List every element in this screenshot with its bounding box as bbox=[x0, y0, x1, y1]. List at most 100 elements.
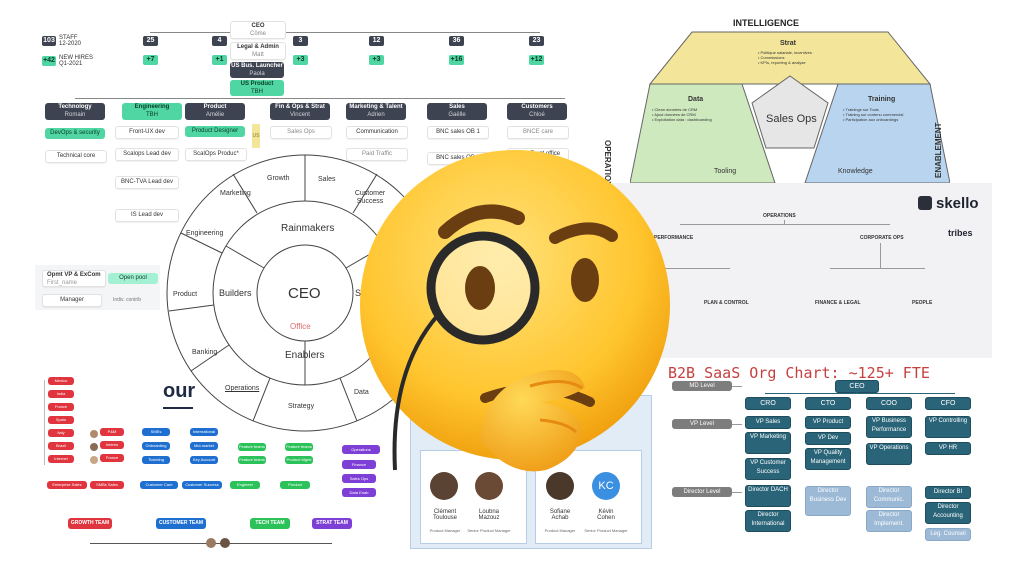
wheel-sales: Sales bbox=[318, 176, 336, 183]
b2b-vp-marketing[interactable]: VP Marketing bbox=[745, 432, 791, 454]
skello-logo: skello bbox=[936, 195, 979, 212]
sub-bnc-tva[interactable]: BNC-TVA Lead dev bbox=[115, 176, 179, 189]
manager-card[interactable]: Manager bbox=[42, 294, 102, 307]
b2b-vp-operations[interactable]: VP Operations bbox=[866, 443, 912, 465]
pill-pm: P&M bbox=[100, 428, 124, 436]
b2b-vp-sales[interactable]: VP Sales bbox=[745, 416, 791, 429]
b2b-cto[interactable]: CTO bbox=[805, 397, 851, 410]
b2b-leg-counsel[interactable]: Leg. Counsel bbox=[925, 528, 971, 541]
b2b-dir-accounting[interactable]: Director Accounting bbox=[925, 502, 971, 524]
b2b-vp-product[interactable]: VP Product bbox=[805, 416, 851, 429]
sub-scalops-lead[interactable]: Scalops Lead dev bbox=[115, 148, 179, 161]
sub-communication[interactable]: Communication bbox=[346, 126, 408, 139]
data-items: • Clean données de CRM• Ajout données de… bbox=[652, 107, 712, 122]
sub-paid[interactable]: Paid Traffic bbox=[346, 148, 408, 161]
pill-feature-2: Feature teams bbox=[238, 456, 266, 464]
b2b-vp-bizperf[interactable]: VP Business Performance bbox=[866, 416, 912, 438]
b2b-ceo[interactable]: CEO bbox=[835, 380, 879, 393]
pill-key-account: Key Account bbox=[190, 456, 218, 464]
pill-spain: Spain bbox=[48, 416, 74, 424]
b2b-cro[interactable]: CRO bbox=[745, 397, 791, 410]
strat-items: • Politique salariale, incentives• Commi… bbox=[758, 50, 812, 65]
avatar bbox=[475, 472, 503, 500]
tooling-label: Tooling bbox=[714, 168, 737, 175]
wheel-rainmakers: Rainmakers bbox=[281, 223, 335, 234]
top-connector bbox=[150, 32, 540, 33]
wheel-engineering: Engineering bbox=[186, 230, 224, 237]
skello-performance: PERFORMANCE bbox=[654, 235, 694, 241]
b2b-vp-hr[interactable]: VP HR bbox=[925, 442, 971, 455]
intelligence-shape bbox=[630, 31, 950, 183]
wheel-operations: Operations bbox=[225, 385, 260, 392]
b2b-vp-controlling[interactable]: VP Controlling bbox=[925, 416, 971, 438]
count-product: 4 bbox=[212, 36, 227, 46]
person-role: Product Manager bbox=[429, 528, 461, 533]
wheel-builders: Builders bbox=[219, 288, 252, 298]
b2b-coo[interactable]: COO bbox=[866, 397, 912, 410]
pill-feature-1: Feature teams bbox=[238, 443, 266, 451]
b2b-vp-dev[interactable]: VP Dev bbox=[805, 432, 851, 445]
sub-salesops[interactable]: Sales Ops bbox=[270, 126, 332, 139]
b2b-dir-intl[interactable]: Director International bbox=[745, 510, 791, 532]
strat-team[interactable]: STRAT TEAM bbox=[312, 518, 352, 529]
sub-is-lead[interactable]: IS Lead dev bbox=[115, 209, 179, 222]
sub-prod-designer[interactable]: Product Designer bbox=[185, 126, 245, 137]
wheel-strategy: Strategy bbox=[288, 403, 315, 410]
b2b-vp-cs[interactable]: VP Customer Success bbox=[745, 458, 791, 480]
b2b-vp-quality[interactable]: VP Quality Management bbox=[805, 448, 851, 470]
brand-fragment: our bbox=[163, 380, 196, 402]
wheel-customer-success: Customer Success bbox=[354, 190, 386, 205]
b2b-dir-bizdev[interactable]: Director Business Dev bbox=[805, 486, 851, 516]
b2b-dir-implement[interactable]: Director Implement. bbox=[866, 510, 912, 532]
b2b-dir-bi[interactable]: Director BI bbox=[925, 486, 971, 499]
skello-corporate: CORPORATE OPS bbox=[860, 235, 904, 241]
b2b-dir-dach[interactable]: Director DACH bbox=[745, 485, 791, 507]
wheel-data: Data bbox=[354, 389, 369, 396]
sales-ops-center: Sales Ops bbox=[766, 113, 817, 125]
pill-operations: Operations bbox=[342, 445, 380, 454]
plus-fin: +3 bbox=[293, 55, 308, 65]
count-tech: 25 bbox=[143, 36, 158, 46]
wheel-product: Product bbox=[173, 291, 198, 298]
sub-bnce-care[interactable]: BNCE care bbox=[507, 126, 569, 139]
training-title: Training bbox=[868, 96, 896, 103]
growth-team[interactable]: GROWTH TEAM bbox=[68, 518, 112, 529]
sub-scalops-prod[interactable]: ScalOps Produc* bbox=[185, 148, 247, 161]
pill-mexico: Mexico bbox=[48, 377, 74, 385]
sub-bnc-ob1[interactable]: BNC sales OB 1 bbox=[427, 126, 489, 139]
wheel-ceo: CEO bbox=[288, 285, 321, 302]
pill-italy: Italy bbox=[48, 429, 74, 437]
open-pool[interactable]: Open pool bbox=[108, 273, 158, 284]
pill-product-mgmt: Product Mgmt bbox=[285, 456, 313, 464]
data-title: Data bbox=[688, 96, 704, 103]
count-customers: 23 bbox=[529, 36, 544, 46]
b2b-cfo[interactable]: CFO bbox=[925, 397, 971, 410]
avatar bbox=[546, 472, 574, 500]
skello-panel bbox=[612, 183, 992, 358]
sub-devops[interactable]: DevOps & security bbox=[45, 128, 105, 139]
tech-team[interactable]: TECH TEAM bbox=[250, 518, 290, 529]
skello-operations: OPERATIONS bbox=[763, 213, 796, 219]
wheel-office: Office bbox=[290, 322, 311, 331]
sub-techcore[interactable]: Technical core bbox=[45, 150, 107, 163]
customer-team[interactable]: CUSTOMER TEAM bbox=[156, 518, 206, 529]
b2b-dir-communic[interactable]: Director Communic. bbox=[866, 486, 912, 508]
avatar bbox=[430, 472, 458, 500]
sub-frontux[interactable]: Front-UX dev bbox=[115, 126, 179, 139]
pill-customer-care: Customer Care bbox=[140, 481, 178, 489]
